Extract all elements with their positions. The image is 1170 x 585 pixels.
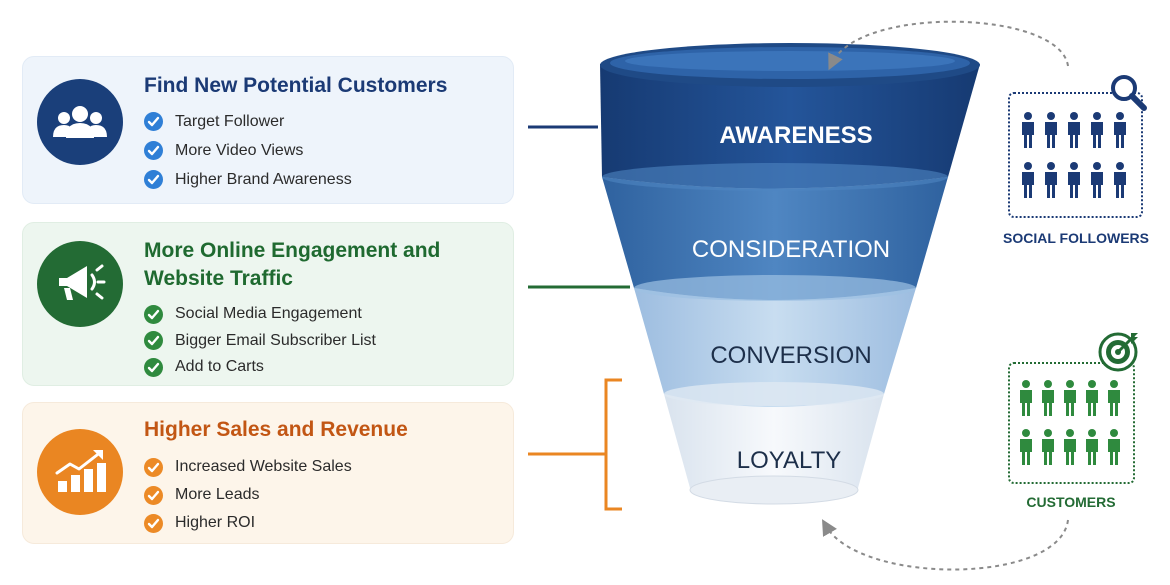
stage-label-loyalty: LOYALTY [737,447,841,474]
customers-label: CUSTOMERS [1026,494,1116,510]
list-item-label: Bigger Email Subscriber List [175,331,376,349]
list-item-label: More Video Views [175,141,304,159]
list-item-label: Target Follower [175,112,285,130]
list-item: Social Media Engagement [144,301,376,328]
benefit-list: Target Follower More Video Views Higher … [144,107,352,194]
person-icon [1045,112,1057,148]
magnifier-icon [1108,72,1148,117]
stage-label-consideration: CONSIDERATION [692,236,890,263]
list-item: Higher Brand Awareness [144,165,352,194]
panel-sales-revenue: Higher Sales and Revenue Increased Websi… [22,402,514,544]
person-icon [1022,112,1034,148]
list-item: Add to Carts [144,354,376,381]
list-item-label: Increased Website Sales [175,458,352,475]
funnel-stage-loyalty [664,394,884,502]
check-icon [144,513,163,533]
person-icon [1064,429,1076,465]
person-icon [1086,429,1098,465]
list-item: Increased Website Sales [144,453,352,481]
person-icon [1022,162,1034,198]
panel-online-engagement: More Online Engagement and Website Traff… [22,222,514,386]
social-followers-box [1008,92,1143,218]
social-followers-label: SOCIAL FOLLOWERS [1003,230,1149,246]
list-item-label: Higher Brand Awareness [175,170,352,188]
check-icon [144,331,163,351]
check-icon [144,304,163,324]
person-icon [1068,112,1080,148]
users-group-icon [37,79,123,165]
person-icon [1020,380,1032,416]
panel-title: Higher Sales and Revenue [144,418,408,441]
person-icon [1045,162,1057,198]
target-icon [1098,330,1140,377]
list-item-label: Higher ROI [175,514,256,531]
list-item-label: Social Media Engagement [175,305,362,323]
panel-title: Find New Potential Customers [144,74,448,97]
funnel-stage-consideration [602,177,948,300]
person-icon [1108,429,1120,465]
list-item: Bigger Email Subscriber List [144,328,376,355]
list-item: More Video Views [144,136,352,165]
arrow-bottom [821,519,1069,571]
list-item-label: Add to Carts [175,358,264,376]
check-icon [144,357,163,377]
check-icon [144,485,163,505]
list-item-label: More Leads [175,486,260,503]
check-icon [144,457,163,477]
person-icon [1091,112,1103,148]
person-icon [1064,380,1076,416]
growth-chart-icon [37,429,123,515]
funnel-stage-awareness [600,64,980,189]
person-icon [1068,162,1080,198]
person-icon [1108,380,1120,416]
megaphone-icon [37,241,123,327]
check-icon [144,170,163,189]
list-item: Higher ROI [144,509,352,537]
panel-title: More Online Engagement and Website Traff… [144,239,441,290]
check-icon [144,141,163,160]
stage-label-conversion: CONVERSION [710,342,871,369]
list-item: Target Follower [144,107,352,136]
person-icon [1114,162,1126,198]
check-icon [144,112,163,131]
stage-label-awareness: AWARENESS [719,122,872,149]
person-icon [1091,162,1103,198]
person-icon [1020,429,1032,465]
customers-box [1008,362,1135,484]
person-icon [1086,380,1098,416]
funnel-stage-conversion [634,288,916,407]
person-icon [1042,429,1054,465]
funnel-base [689,475,859,505]
person-icon [1114,112,1126,148]
panel-find-customers: Find New Potential Customers Target Foll… [22,56,514,204]
benefit-list: Increased Website Sales More Leads Highe… [144,453,352,537]
benefit-list: Social Media Engagement Bigger Email Sub… [144,301,376,381]
person-icon [1042,380,1054,416]
connector-orange-bracket [528,378,622,511]
list-item: More Leads [144,481,352,509]
